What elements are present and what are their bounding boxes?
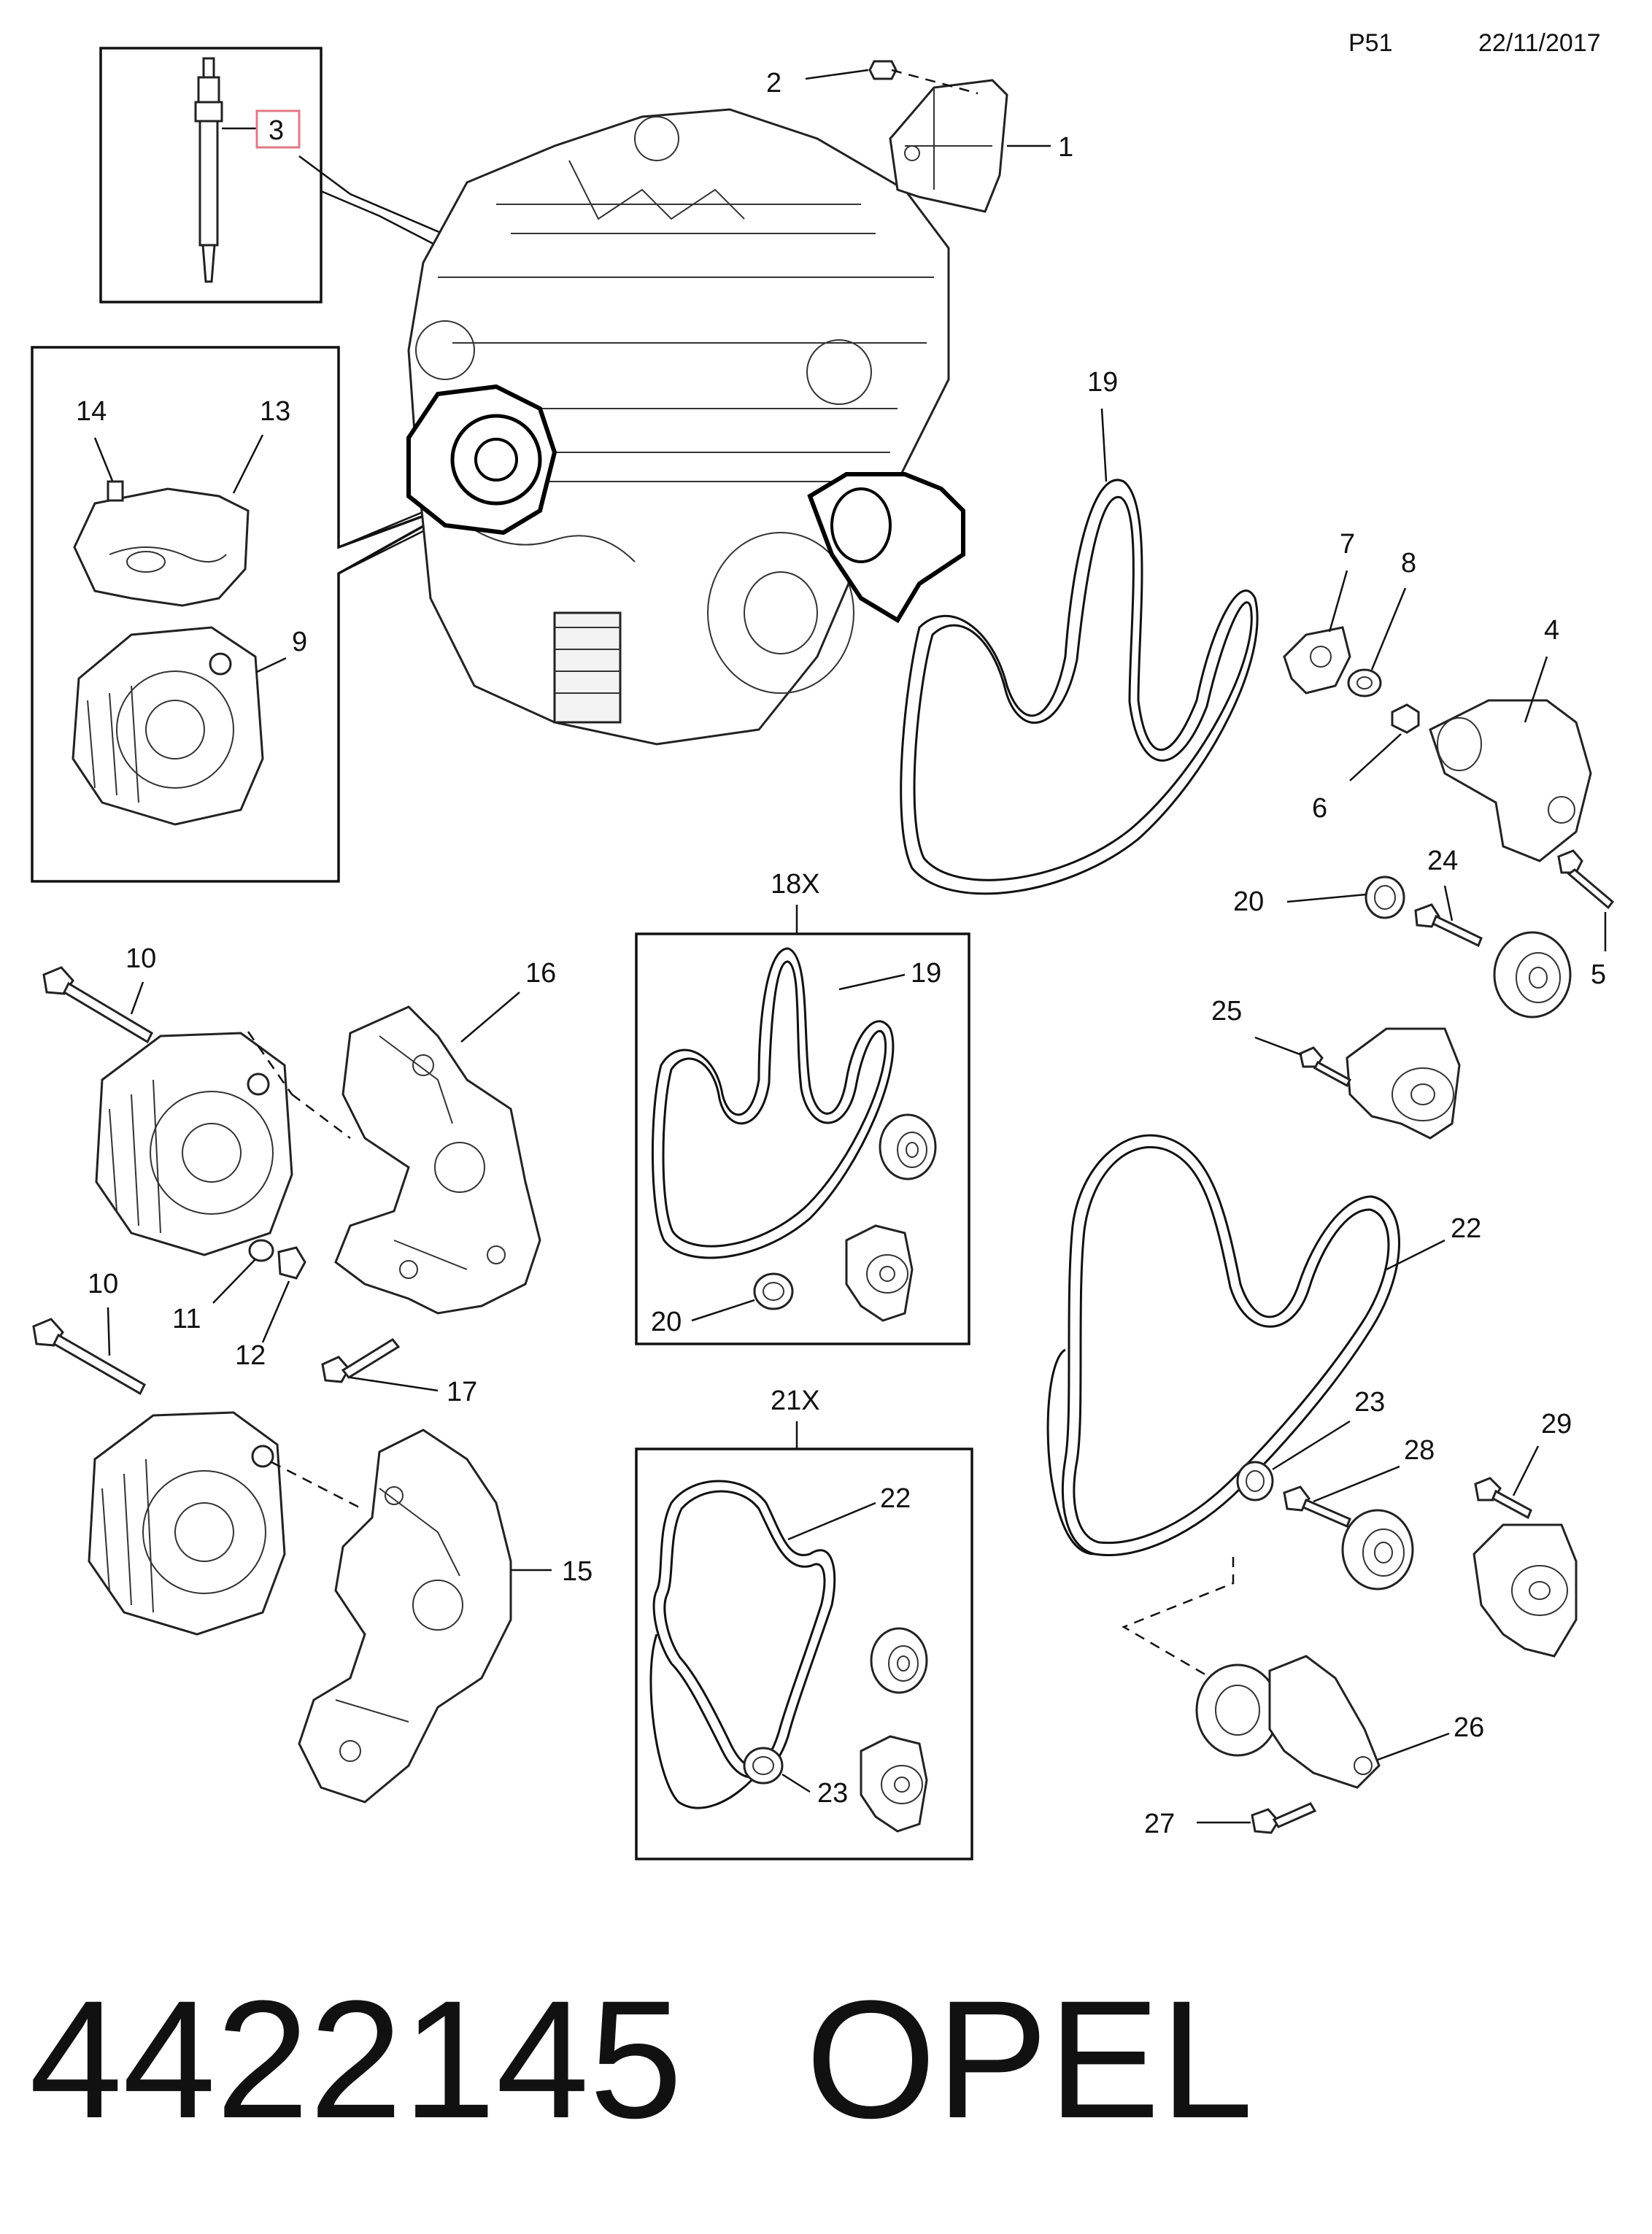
callout-26: 26 [1454,1712,1484,1743]
pulley-bracket-26: 26 [1195,1655,1484,1789]
bolt-28: 28 [1283,1435,1435,1528]
glow-plug-drawing [194,57,223,283]
nut-6: 6 [1312,703,1420,824]
callout-3: 3 [269,115,284,146]
bracket-16: 16 [334,958,556,1315]
callout-5: 5 [1591,959,1606,990]
alternator-drawing [72,626,264,826]
bolt-29: 29 [1474,1409,1572,1520]
kit-18x-group: 18X 19 20 [635,869,970,1345]
callout-22-kit: 22 [880,1483,911,1514]
callout-21x: 21X [771,1385,820,1416]
tensioner-21x [860,1735,928,1833]
clip-23-right: 23 [1236,1387,1385,1501]
engine-alternator-highlight [406,384,557,536]
washer-8: 8 [1347,548,1416,697]
alternator-lower [88,1411,286,1636]
glow-plug-inset: 3 [99,47,555,308]
belt-19-top: 19 [900,367,1259,895]
belt-19-kit [652,947,895,1259]
callout-16: 16 [525,958,556,989]
bolt-10-upper: 10 [42,943,156,1044]
callout-23-kit: 23 [817,1778,848,1809]
callout-14: 14 [76,396,107,427]
callout-11: 11 [172,1304,201,1334]
cap-12: 12 [235,1246,306,1371]
callout-20-right: 20 [1233,886,1264,917]
bracket-1: 1 [889,79,1073,213]
bolt-10-lower: 10 [32,1269,146,1396]
idler-pulley-right [1493,931,1572,1019]
callout-15: 15 [562,1556,593,1587]
clip-20-kit [753,1272,794,1310]
callout-6: 6 [1312,793,1327,824]
callout-25: 25 [1211,996,1242,1027]
bolt-5: 5 [1557,849,1615,990]
callout-8: 8 [1401,548,1416,579]
page-code: P51 [1348,29,1393,57]
belt-22-right: 22 [1046,1134,1481,1556]
idler-pulley-21x [870,1627,928,1694]
callout-17: 17 [447,1377,477,1407]
bracket-15: 15 [298,1429,593,1804]
tensioner-bottom-right [1472,1523,1578,1658]
alternator-middle [95,1032,293,1256]
callout-23-right: 23 [1354,1387,1385,1418]
callout-27: 27 [1144,1809,1175,1839]
kit-18x-frame [635,932,970,1345]
callout-22-right: 22 [1451,1213,1481,1244]
clip-23-kit [743,1747,784,1785]
callout-19-top: 19 [1087,367,1118,398]
diagram-date: 22/11/2017 [1478,29,1601,57]
callout-2: 2 [766,68,781,98]
callout-7: 7 [1340,529,1355,560]
callout-10-upper: 10 [126,943,156,974]
callout-10-lower: 10 [88,1269,118,1299]
heat-shield-drawing [73,480,250,607]
highlight-box [255,109,301,149]
alternator-inset: 14 13 9 [31,346,447,883]
callout-4: 4 [1544,615,1559,646]
bolt-27: 27 [1144,1802,1317,1839]
callout-12: 12 [235,1340,266,1371]
sensor-7: 7 [1283,529,1355,695]
tensioner-25: 25 [1211,996,1461,1140]
callout-19-kit: 19 [911,958,941,989]
brand-name: OPEL [806,1966,1254,2153]
callout-1: 1 [1058,132,1073,163]
bolt-17: 17 [321,1338,477,1407]
callout-24: 24 [1427,846,1458,876]
bolt-2: 2 [766,60,979,98]
tensioner-18x [845,1224,914,1322]
part-number: 4422145 [29,1966,682,2153]
callout-20-kit: 20 [651,1307,682,1337]
belt-22-kit [649,1480,836,1809]
idler-pulley-18x [879,1113,937,1180]
idler-pulley-bottom [1341,1509,1414,1591]
callout-28: 28 [1404,1435,1435,1466]
inset-frame [99,47,323,304]
assembly-dashline [1122,1557,1235,1680]
nut-11: 11 [172,1239,274,1334]
callout-13: 13 [260,396,290,427]
kit-21x-group: 21X 22 23 [635,1385,973,1860]
callout-9: 9 [292,627,307,657]
callout-18x: 18X [771,869,820,900]
starter-4: 4 [1429,615,1592,862]
engine-starter-highlight [807,472,965,624]
bolt-24: 24 [1414,846,1483,948]
callout-29: 29 [1541,1409,1572,1439]
kit-21x-frame [635,1448,973,1860]
clip-20-right: 20 [1233,876,1405,919]
